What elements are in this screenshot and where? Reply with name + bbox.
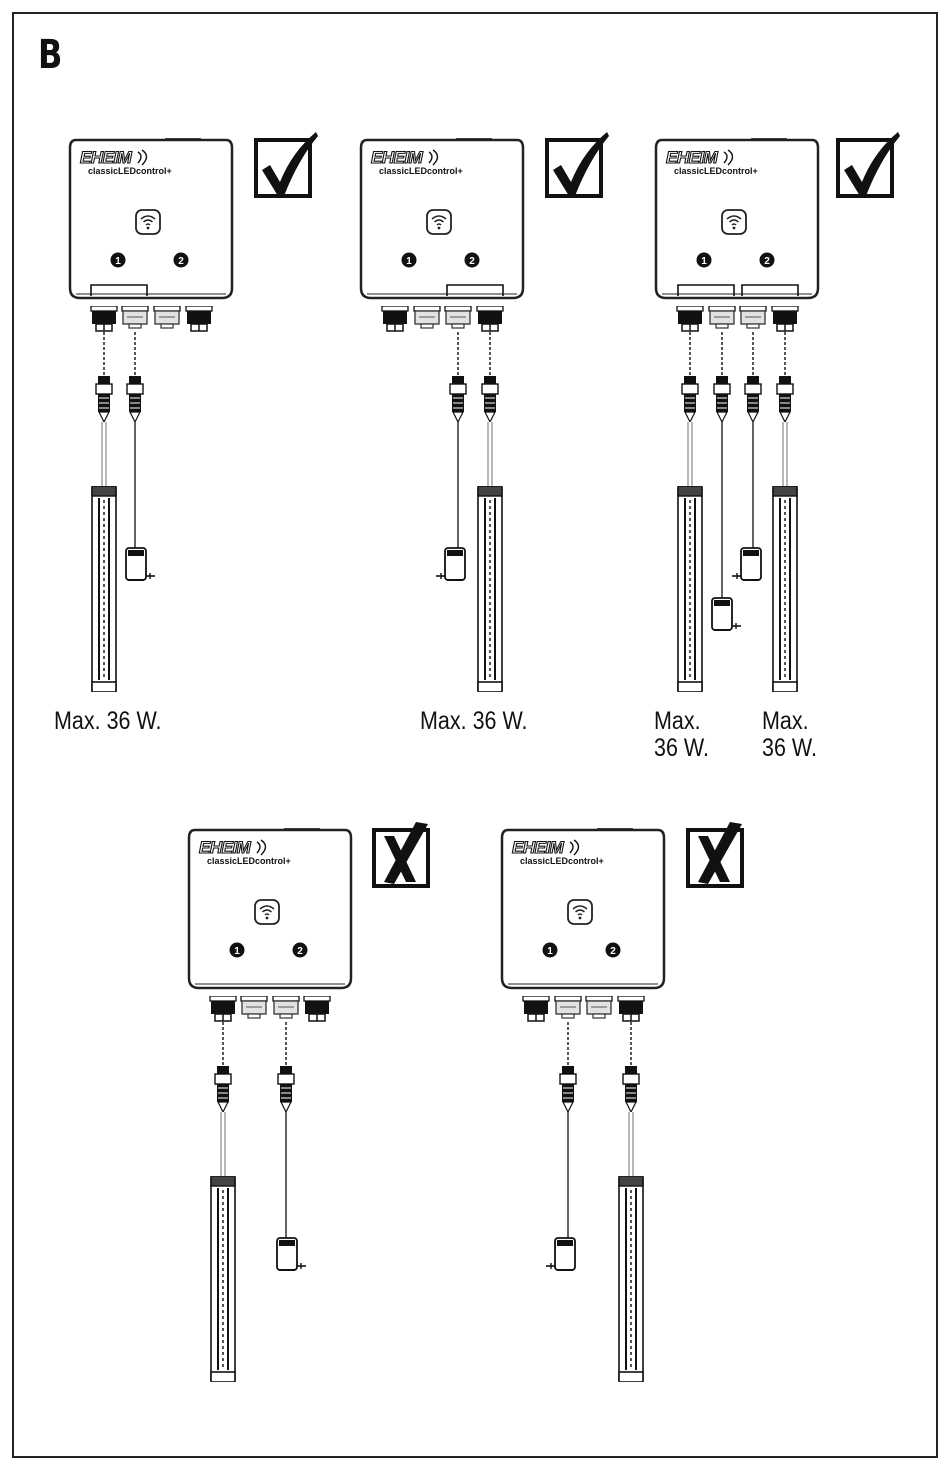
plug <box>622 1066 640 1112</box>
controller-5 <box>500 828 666 990</box>
port-2-bracket <box>741 284 799 296</box>
section-letter: B <box>38 32 62 78</box>
led-light-bar <box>618 1176 644 1382</box>
caption-config-3-port-1: Max. 36 W. <box>654 708 709 762</box>
port-sockets <box>522 996 645 1022</box>
caption-line: Max. <box>762 707 809 735</box>
caption-config-3-port-2: Max. 36 W. <box>762 708 817 762</box>
cross-mark-icon <box>686 820 744 888</box>
caption-line: Max. <box>654 707 701 735</box>
port-2-bracket <box>446 284 504 296</box>
power-adapter <box>545 1237 576 1271</box>
caption-line: 36 W. <box>654 734 709 762</box>
caption-config-2: Max. 36 W. <box>420 707 528 735</box>
plug <box>559 1066 577 1112</box>
page-frame <box>12 12 938 1458</box>
caption-config-1: Max. 36 W. <box>54 707 162 735</box>
port-1-bracket <box>90 284 148 296</box>
port-1-bracket <box>677 284 735 296</box>
caption-line: 36 W. <box>762 734 817 762</box>
